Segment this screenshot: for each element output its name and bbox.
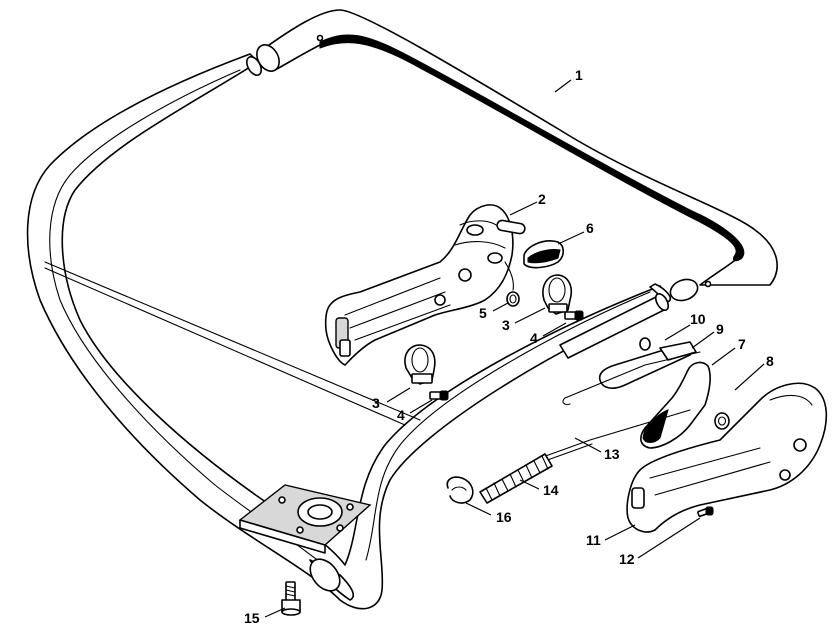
lever-part-10	[598, 337, 697, 389]
spring-part-8	[714, 412, 730, 430]
slide-button-part-6	[523, 240, 565, 269]
callout-14: 14	[543, 482, 559, 498]
callout-8: 8	[766, 353, 774, 369]
callout-5: 5	[479, 305, 487, 321]
rear-handle-part-11	[626, 382, 828, 533]
screw-part-12	[697, 506, 714, 518]
callout-3-upper: 3	[502, 317, 510, 333]
clamp-part-3-lower	[404, 344, 436, 385]
leader-lines	[264, 79, 765, 618]
callout-6: 6	[586, 220, 594, 236]
callout-7: 7	[738, 336, 746, 352]
wire-link-part-9	[562, 351, 701, 406]
spring-part-5	[504, 261, 520, 307]
callout-4-lower: 4	[397, 407, 405, 423]
coil-spring-part-14	[479, 453, 553, 504]
callout-3-lower: 3	[372, 395, 380, 411]
callout-9: 9	[716, 321, 724, 337]
callout-labels: 1 2 3 3 4 4 5 6 7 8 9 10 11 12 13 14 15 …	[244, 67, 774, 626]
callout-11: 11	[586, 532, 601, 548]
callout-2: 2	[538, 191, 546, 207]
callout-15: 15	[244, 610, 260, 626]
throttle-cable-part-13	[539, 409, 691, 463]
callout-10: 10	[690, 311, 706, 327]
bolt-part-15	[281, 581, 301, 616]
callout-13: 13	[604, 446, 620, 462]
handle-frame	[26, 53, 672, 610]
loop-handle-bar	[256, 9, 778, 302]
control-handle-housing	[324, 204, 526, 366]
callout-1: 1	[575, 67, 583, 83]
throttle-trigger-part-7	[640, 361, 711, 449]
screw-part-4-lower	[429, 390, 449, 401]
callout-16: 16	[496, 509, 512, 525]
callout-4-upper: 4	[530, 330, 538, 346]
screw-part-4-upper	[564, 310, 584, 321]
callout-12: 12	[619, 551, 635, 567]
clamp-part-3-upper	[542, 274, 573, 315]
retaining-ring-part-16	[446, 476, 474, 504]
